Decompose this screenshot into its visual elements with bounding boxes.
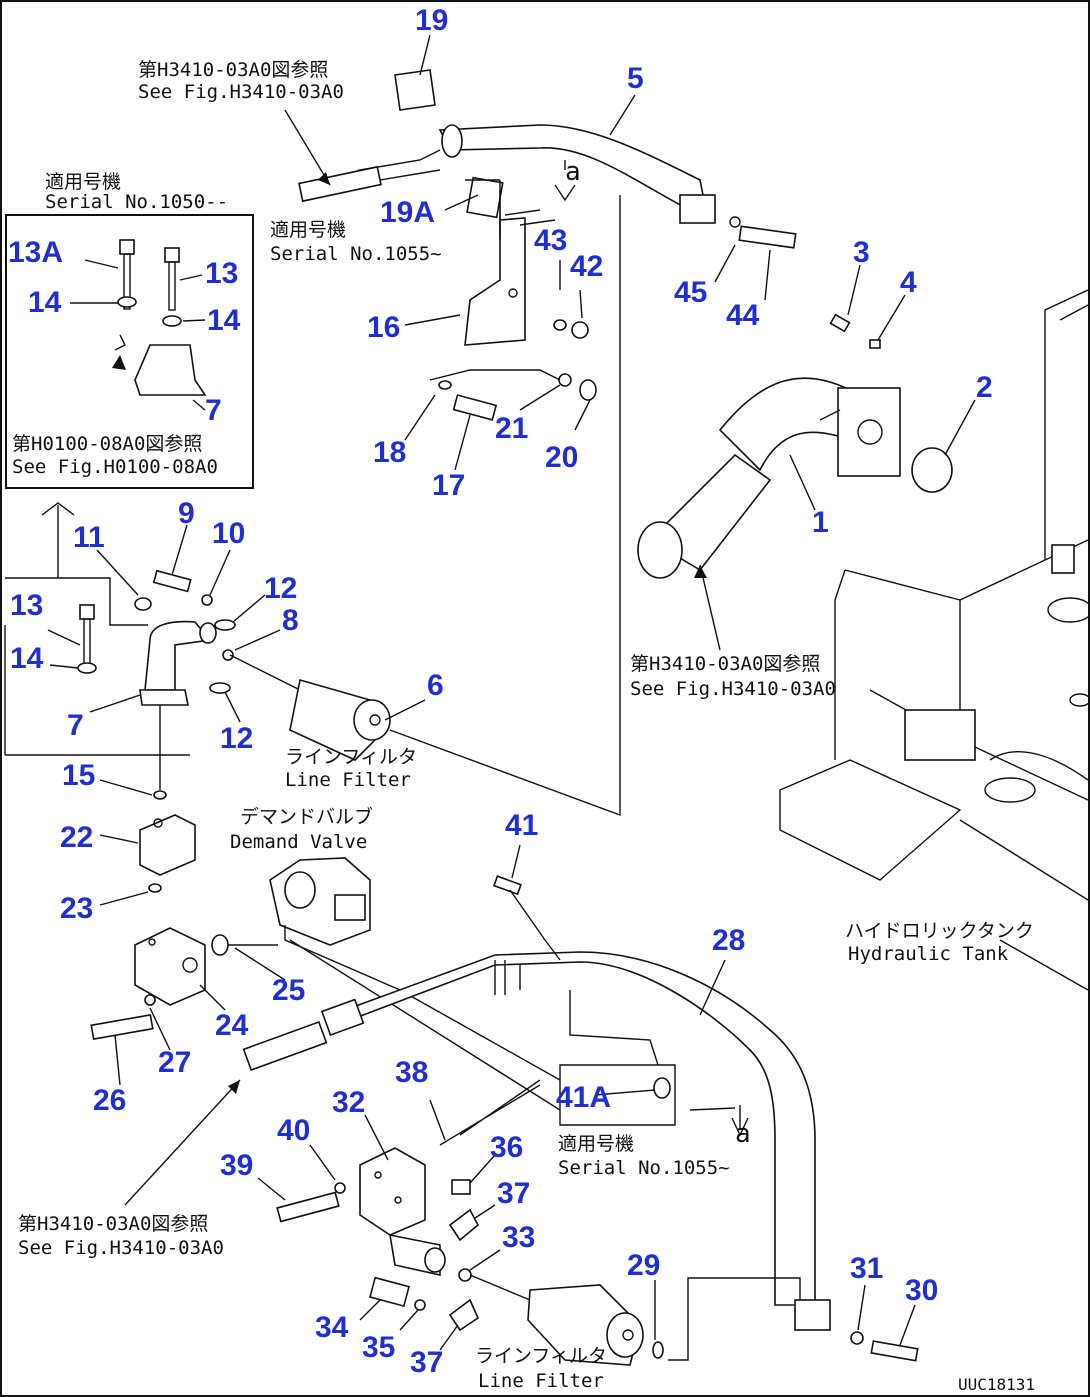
callout-22: 22 [60,821,93,854]
callout-45: 45 [674,276,707,309]
demand-valve-en: Demand Valve [230,831,367,853]
callout-24: 24 [215,1009,249,1042]
callout-18: 18 [373,436,406,469]
ref-bot-en: See Fig.H3410-03A0 [18,1237,224,1259]
callout-14-inset-right: 14 [207,304,241,337]
callout-15: 15 [62,759,95,792]
suction-hose [637,313,953,579]
pipe-5 [298,69,797,249]
callout-14: 14 [10,642,44,675]
section-lines [389,160,749,1137]
inset-ref-en: See Fig.H0100-08A0 [12,456,218,478]
hydraulic-tank-en: Hydraulic Tank [848,943,1009,965]
pipe-28 [242,875,919,1362]
serial-inset-box [5,214,254,489]
ref-mid-en: See Fig.H3410-03A0 [630,678,836,700]
callout-23: 23 [60,892,93,925]
callout-19a: 19A [380,196,435,229]
callout-4: 4 [900,266,917,299]
callout-32: 32 [332,1086,365,1119]
reference-notes: 第H3410-03A0図参照 See Fig.H3410-03A0 適用号機 S… [12,59,1035,1394]
callout-9: 9 [178,497,195,530]
callout-10: 10 [212,517,245,550]
callout-3: 3 [853,236,870,269]
filter-6-group [4,502,391,800]
ref-mid-jp: 第H3410-03A0図参照 [630,653,820,675]
line-filter-en-2: Line Filter [478,1370,604,1392]
callout-38: 38 [395,1056,428,1089]
callout-41: 41 [505,809,538,842]
demand-valve-jp: デマンドバルブ [240,805,373,828]
valve-block-group [90,814,206,1041]
callout-33: 33 [502,1221,535,1254]
callout-35: 35 [362,1331,395,1364]
callout-13: 13 [10,589,43,622]
callout-39: 39 [220,1149,253,1182]
callout-numbers: 19 5 19A 43 42 45 44 3 4 2 1 16 18 17 21… [8,4,993,1379]
callout-13-inset: 13 [205,257,238,290]
demand-valve [211,857,561,1111]
serial-top-jp: 適用号機 [270,219,346,241]
serial-bot-jp: 適用号機 [558,1133,634,1155]
callout-41a: 41A [556,1081,611,1114]
callout-40: 40 [277,1114,310,1147]
line-filter-jp-2: ラインフィルタ [475,1345,607,1367]
callout-20: 20 [545,441,578,474]
callout-7-inset: 7 [205,394,222,427]
callout-37-lower: 37 [410,1346,443,1379]
callout-34: 34 [315,1311,349,1344]
callout-11: 11 [73,521,105,554]
callout-25: 25 [272,974,305,1007]
inset-serial-en: Serial No.1050-- [45,191,228,213]
callout-26: 26 [93,1084,126,1117]
callout-17: 17 [432,469,465,502]
callout-6: 6 [427,669,444,702]
arrow-heads [112,172,707,1094]
callout-28: 28 [712,924,745,957]
callout-8: 8 [282,604,299,637]
ref-top-jp: 第H3410-03A0図参照 [138,59,328,81]
callout-27: 27 [158,1046,191,1079]
inset-serial-jp: 適用号機 [45,171,121,193]
leader-lines [47,34,976,1351]
callout-30: 30 [905,1274,938,1307]
callout-42: 42 [570,250,603,283]
ref-top-en: See Fig.H3410-03A0 [138,81,344,103]
callout-31: 31 [850,1252,883,1285]
serial-bot-en: Serial No.1055~ [558,1157,730,1179]
callout-12-upper: 12 [264,572,297,605]
line-filter-en-1: Line Filter [285,769,411,791]
callout-36: 36 [490,1131,523,1164]
callout-29: 29 [627,1249,660,1282]
callout-5: 5 [627,62,644,95]
callout-37-upper: 37 [497,1177,530,1210]
callout-13a: 13A [8,236,63,269]
callout-14-inset-left: 14 [28,286,62,319]
inset-ref-jp: 第H0100-08A0図参照 [12,433,202,455]
line-filter-jp-1: ラインフィルタ [285,746,417,768]
hydraulic-tank [779,289,1090,991]
callout-21: 21 [495,412,528,445]
callout-43: 43 [534,224,567,257]
callout-7: 7 [67,709,84,742]
callout-19: 19 [415,4,448,37]
hydraulic-tank-jp: ハイドロリックタンク [845,920,1034,942]
serial-top-en: Serial No.1055~ [270,243,442,265]
callout-44: 44 [726,299,760,332]
bottom-filter-group [276,1147,801,1366]
drawing-code: UUC18131 [958,1375,1035,1394]
section-mark-a-top: a [565,157,581,187]
callout-12-lower: 12 [220,722,253,755]
section-mark-a-bottom: a [735,1119,751,1149]
ref-bot-jp: 第H3410-03A0図参照 [18,1213,208,1235]
bracket-16 [429,190,597,421]
callout-2: 2 [976,371,993,404]
callout-1: 1 [812,506,829,539]
callout-16: 16 [367,311,400,344]
